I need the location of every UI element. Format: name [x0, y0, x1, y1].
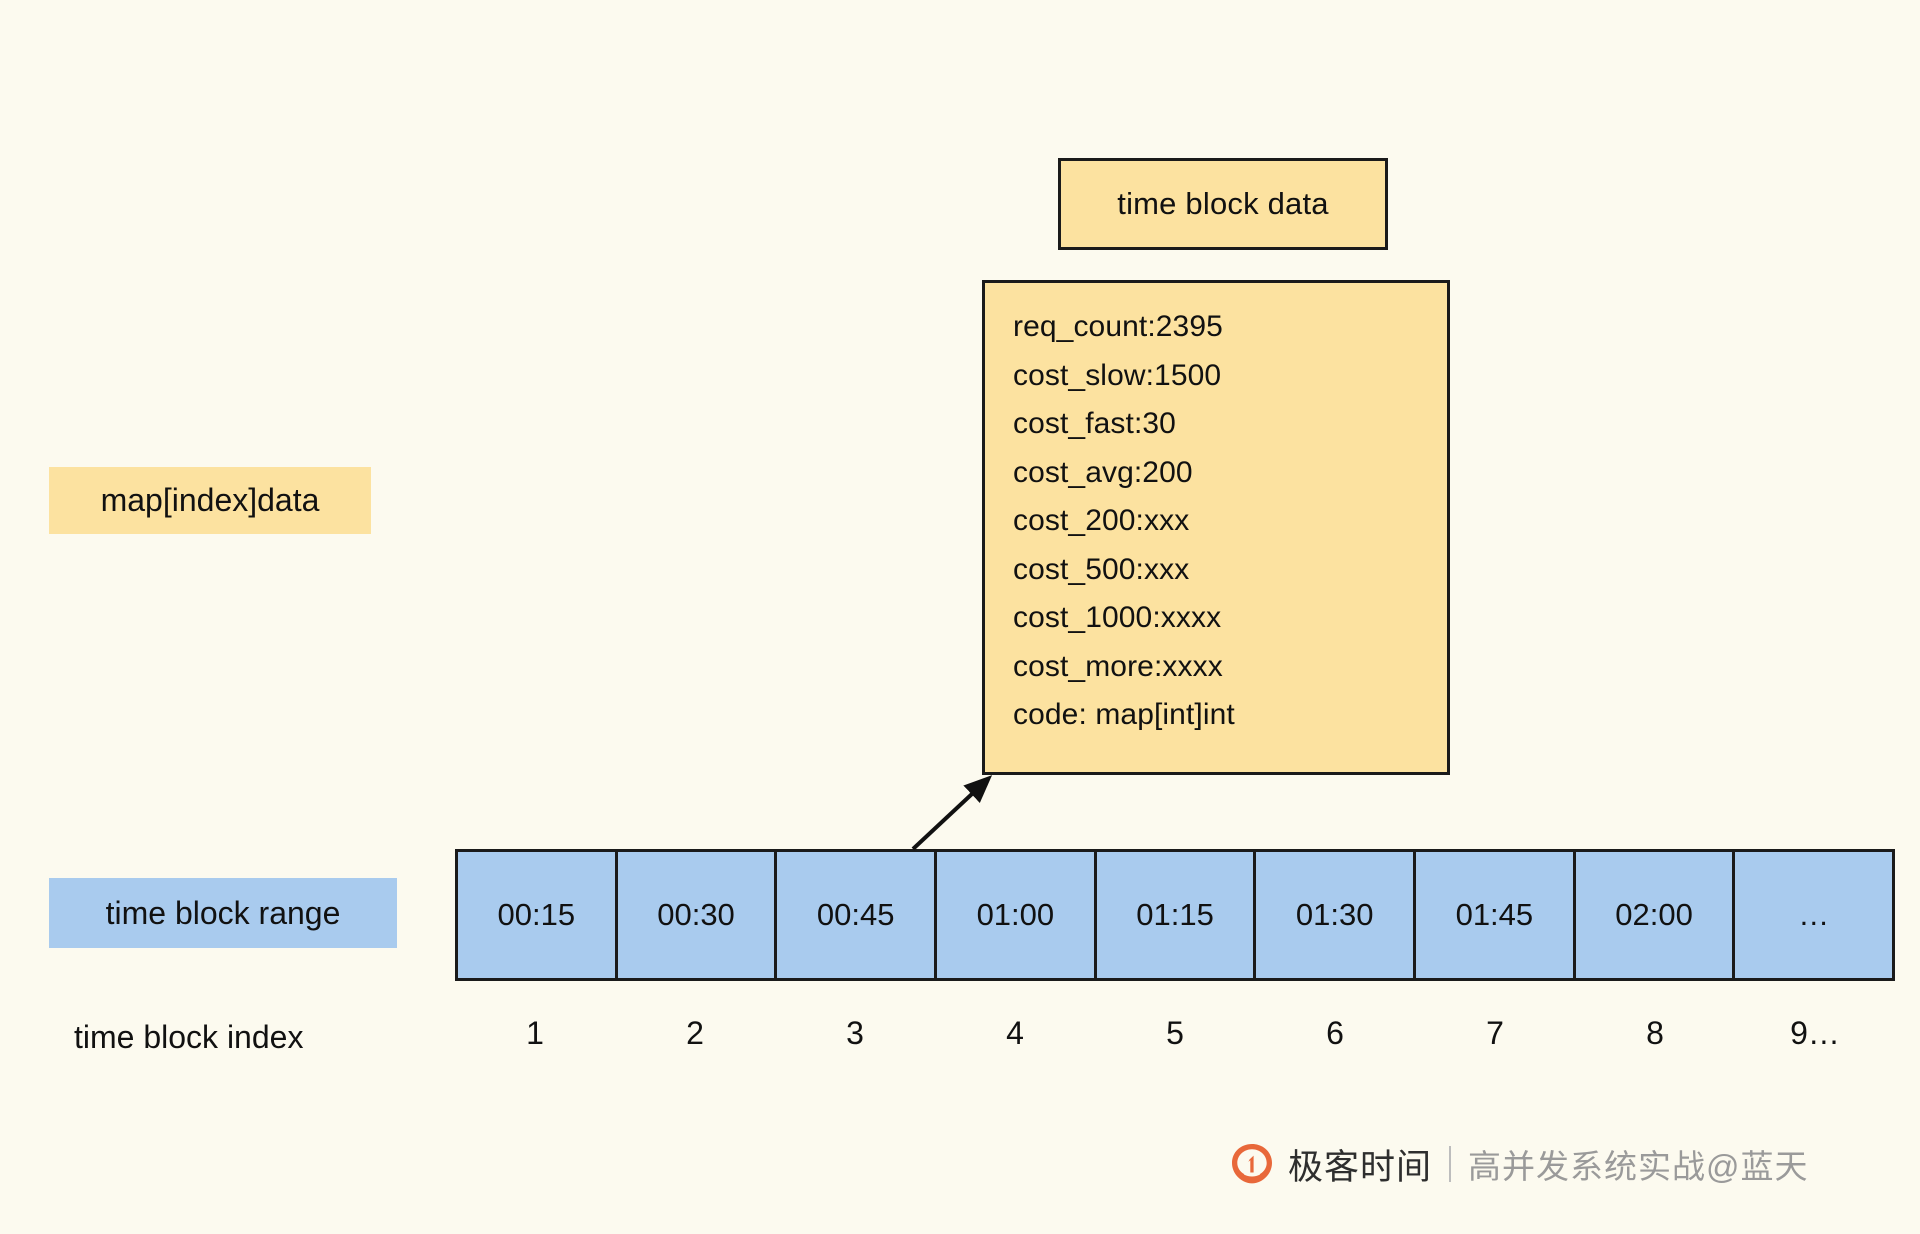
time-block-index-value: 7: [1486, 1015, 1504, 1051]
time-block-range-strip: 00:15 00:30 00:45 01:00 01:15 01:30 01:4…: [455, 849, 1895, 981]
data-line-code: code: map[int]int: [1013, 698, 1235, 731]
data-line-cost-fast: cost_fast:30: [1013, 407, 1176, 440]
time-block-cell: 02:00: [1576, 852, 1736, 978]
watermark: 极客时间 高并发系统实战@蓝天: [1229, 1136, 1809, 1192]
time-block-cell: 01:30: [1256, 852, 1417, 978]
time-block-cell: 00:45: [777, 852, 938, 978]
time-block-data-detail-box: req_count:2395 cost_slow:1500 cost_fast:…: [982, 280, 1450, 775]
time-block-cell: 00:15: [458, 852, 618, 978]
time-block-index-value: 6: [1326, 1015, 1344, 1051]
time-block-index-value: 1: [526, 1015, 544, 1051]
time-block-index-value: 9…: [1790, 1015, 1840, 1051]
watermark-brand: 极客时间: [1288, 1147, 1433, 1187]
time-block-index-value: 5: [1166, 1015, 1184, 1051]
time-block-cell: 01:45: [1416, 852, 1576, 978]
map-index-data-label: map[index]data: [49, 467, 371, 534]
watermark-divider: [1449, 1146, 1452, 1182]
time-block-index-row: 1 2 3 4 5 6 7 8 9…: [455, 1015, 1895, 1061]
geekbang-logo-icon: [1229, 1141, 1275, 1187]
watermark-subtitle: 高并发系统实战@蓝天: [1468, 1148, 1809, 1185]
time-block-cell: 01:00: [937, 852, 1097, 978]
data-line-cost-200: cost_200:xxx: [1013, 504, 1190, 537]
data-line-cost-slow: cost_slow:1500: [1013, 358, 1222, 392]
time-block-range-label: time block range: [49, 878, 397, 948]
time-block-index-value: 3: [846, 1015, 864, 1051]
time-block-cell: …: [1798, 897, 1830, 932]
time-block-index-value: 4: [1006, 1015, 1024, 1051]
time-block-cell: 01:15: [1097, 852, 1257, 978]
data-line-cost-more: cost_more:xxxx: [1013, 649, 1223, 683]
time-block-index-label: time block index: [74, 1019, 304, 1055]
data-line-cost-500: cost_500:xxx: [1013, 552, 1190, 586]
time-block-index-value: 8: [1646, 1015, 1664, 1051]
data-line-req-count: req_count:2395: [1013, 310, 1223, 343]
time-block-data-title-label: time block data: [1117, 186, 1329, 221]
time-block-data-title-box: time block data: [1058, 158, 1388, 250]
time-block-index-value: 2: [686, 1015, 704, 1051]
time-block-cell: 00:30: [618, 852, 778, 978]
data-line-cost-1000: cost_1000:xxxx: [1013, 601, 1222, 634]
data-line-cost-avg: cost_avg:200: [1013, 455, 1193, 489]
